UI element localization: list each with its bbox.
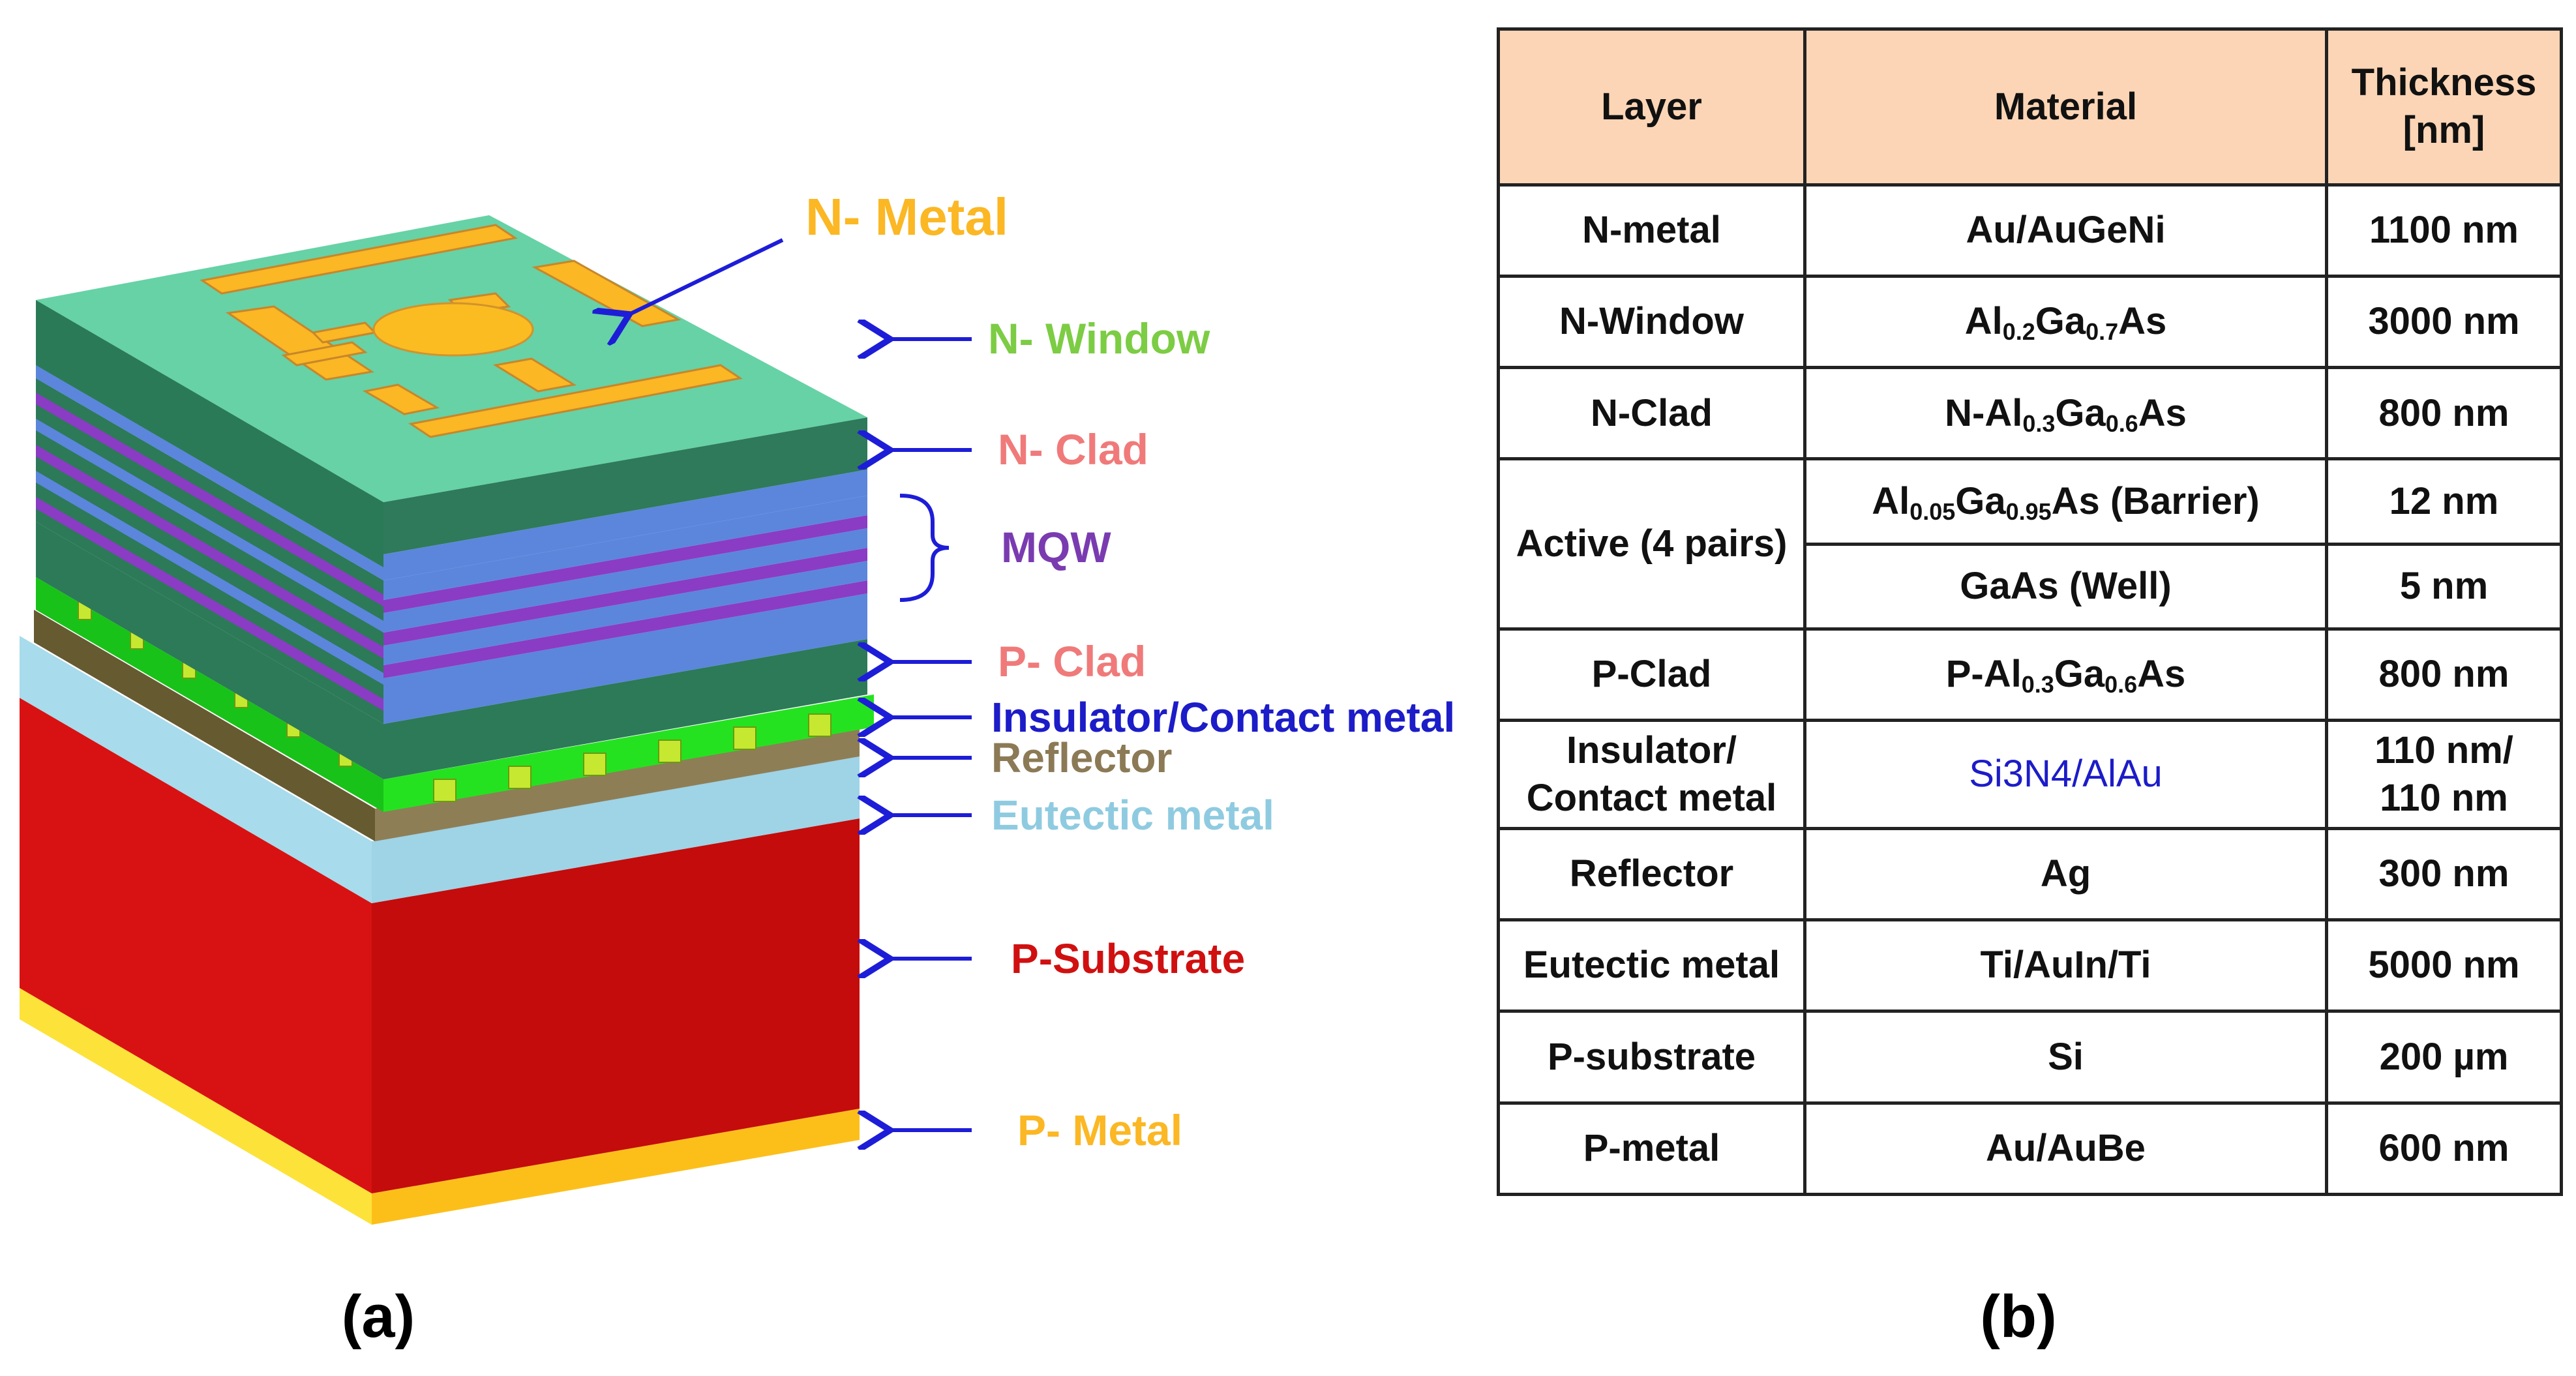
cell-layer: P-metal <box>1497 1101 1806 1197</box>
cell-layer: Insulator/Contact metal <box>1497 719 1806 830</box>
cell-layer: Reflector <box>1497 826 1806 922</box>
cell-material: P-Al0.3Ga0.6As <box>1803 627 2328 723</box>
cell-layer: P-Clad <box>1497 627 1806 723</box>
label-n-clad: N- Clad <box>998 425 1148 473</box>
table-row: Eutectic metal Ti/AuIn/Ti 5000 nm <box>1497 918 2563 1013</box>
cell-material: GaAs (Well) <box>1803 542 2328 631</box>
n-metal-pattern <box>200 224 743 438</box>
table-row: P-substrate Si 200 µm <box>1497 1010 2563 1105</box>
callout-mqw: MQW <box>899 494 1112 602</box>
cell-thickness: 200 µm <box>2325 1010 2563 1105</box>
reflector-layer <box>34 610 860 841</box>
callout-n-clad: N- Clad <box>890 425 1149 474</box>
callout-p-clad: P- Clad <box>890 636 1146 686</box>
table-row: N-Clad N-Al0.3Ga0.6As 800 nm <box>1497 366 2563 461</box>
label-p-clad: P- Clad <box>998 637 1146 685</box>
p-metal-layer <box>20 988 860 1225</box>
callout-n-window: N- Window <box>890 314 1211 363</box>
callout-insulator: Insulator/Contact metal <box>890 693 1456 741</box>
eutectic-metal-layer <box>20 636 860 903</box>
panel-label-b: (b) <box>1980 1283 2056 1350</box>
label-p-substrate: P-Substrate <box>1011 935 1245 982</box>
cell-thickness: 5000 nm <box>2325 918 2563 1013</box>
table-row: Reflector Ag 300 nm <box>1497 826 2563 922</box>
callout-n-metal: N- Metal <box>629 187 1009 314</box>
cell-thickness: 1100 nm <box>2325 183 2563 278</box>
label-n-window: N- Window <box>988 314 1210 363</box>
cell-material: Si3N4/AlAu <box>1803 719 2328 830</box>
label-n-metal: N- Metal <box>805 188 1008 246</box>
cell-thickness: 800 nm <box>2325 366 2563 461</box>
cell-thickness: 800 nm <box>2325 627 2563 723</box>
cell-thickness: 300 nm <box>2325 826 2563 922</box>
cell-thickness: 3000 nm <box>2325 274 2563 370</box>
cell-thickness: 110 nm/110 nm <box>2325 719 2563 830</box>
cell-material: Ag <box>1803 826 2328 922</box>
layer-table: Layer Material Thickness[nm] N-metal Au/… <box>1497 27 2563 1197</box>
n-clad-layer <box>36 365 867 580</box>
cell-thickness: 600 nm <box>2325 1101 2563 1197</box>
cell-layer: Eutectic metal <box>1497 918 1806 1013</box>
cell-material: Au/AuGeNi <box>1803 183 2328 278</box>
cell-material: Ti/AuIn/Ti <box>1803 918 2328 1013</box>
header-thickness: Thickness[nm] <box>2325 27 2563 187</box>
callout-p-substrate: P-Substrate <box>890 935 1246 983</box>
cell-layer: N-Window <box>1497 274 1806 370</box>
panel-label-a: (a) <box>342 1283 415 1350</box>
table-row: P-metal Au/AuBe 600 nm <box>1497 1101 2563 1197</box>
p-clad-layer <box>36 522 867 779</box>
label-p-metal: P- Metal <box>1017 1106 1182 1154</box>
label-mqw: MQW <box>1001 523 1111 571</box>
callout-eutectic: Eutectic metal <box>890 791 1275 839</box>
cell-layer: N-Clad <box>1497 366 1806 461</box>
table-row: N-metal Au/AuGeNi 1100 nm <box>1497 183 2563 278</box>
callout-reflector: Reflector <box>890 734 1173 782</box>
table-row: N-Window Al0.2Ga0.7As 3000 nm <box>1497 274 2563 370</box>
cell-material: Al0.05Ga0.95As (Barrier) <box>1803 457 2328 546</box>
table-row: GaAs (Well) 5 nm <box>1499 542 2563 631</box>
callout-p-metal: P- Metal <box>890 1105 1183 1155</box>
table-row: P-Clad P-Al0.3Ga0.6As 800 nm <box>1497 627 2563 723</box>
cell-material: Si <box>1803 1010 2328 1105</box>
p-substrate-layer <box>20 698 860 1193</box>
cell-layer: Active (4 pairs) <box>1497 457 1806 631</box>
cell-layer: P-substrate <box>1497 1010 1806 1105</box>
cell-layer: N-metal <box>1497 183 1806 278</box>
cell-thickness: 5 nm <box>2325 542 2563 631</box>
label-eutectic: Eutectic metal <box>991 792 1274 839</box>
header-material: Material <box>1803 27 2328 187</box>
cell-material: N-Al0.3Ga0.6As <box>1803 366 2328 461</box>
layer-table-wrap: Layer Material Thickness[nm] N-metal Au/… <box>1497 27 2563 1197</box>
insulator-contact-layer <box>36 577 874 812</box>
table-header-row: Layer Material Thickness[nm] <box>1497 27 2563 187</box>
cell-material: Al0.2Ga0.7As <box>1803 274 2328 370</box>
cell-thickness: 12 nm <box>2325 457 2563 546</box>
label-reflector: Reflector <box>991 734 1172 781</box>
cell-material: Au/AuBe <box>1803 1101 2328 1197</box>
label-insulator: Insulator/Contact metal <box>991 694 1455 741</box>
table-row: Active (4 pairs) Al0.05Ga0.95As (Barrier… <box>1497 457 2563 631</box>
header-layer: Layer <box>1497 27 1806 187</box>
table-row: Insulator/Contact metal Si3N4/AlAu 110 n… <box>1497 719 2563 830</box>
